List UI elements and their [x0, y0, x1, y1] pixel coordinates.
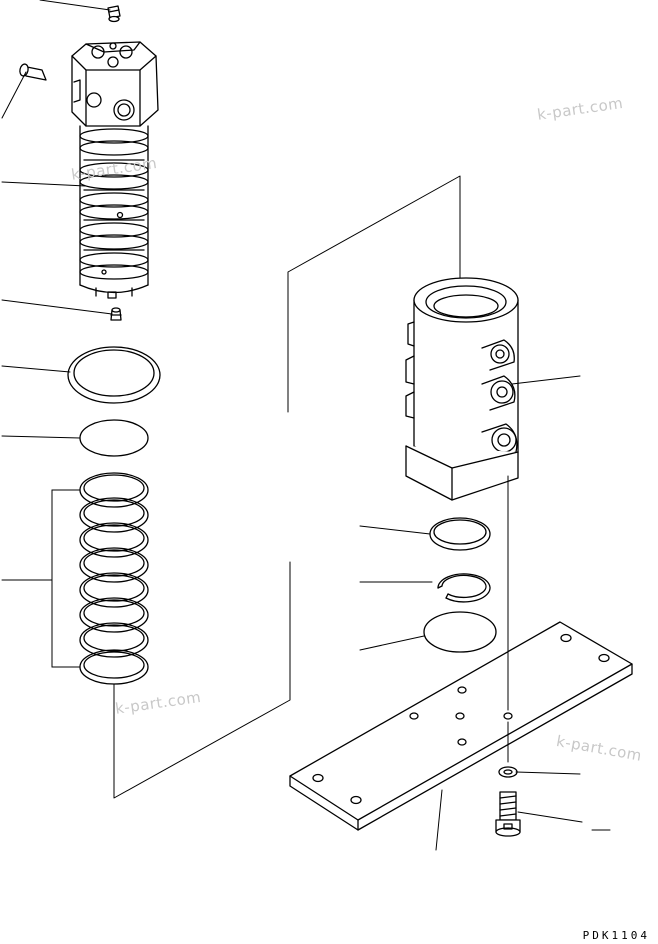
port-boss-middle [481, 375, 516, 411]
mounting-plate [289, 621, 633, 831]
drawing-code-label: PDK1104 [582, 929, 650, 942]
port-boss-upper [481, 339, 515, 371]
small-plug [110, 307, 122, 321]
leader-lines-left [1, 0, 113, 668]
top-plug-screw [107, 5, 121, 23]
spring-rings-stack [79, 472, 149, 685]
assembly-connection-line [113, 175, 461, 799]
socket-head-bolt [495, 791, 521, 837]
spool-body [79, 125, 149, 299]
o-ring [79, 419, 149, 457]
leader-lines-right [359, 375, 611, 851]
washer [498, 766, 518, 778]
spool-head-block [71, 41, 159, 127]
valve-body-housing [405, 277, 519, 501]
body-ring [429, 517, 491, 551]
backup-ring [67, 346, 161, 404]
body-o-ring [423, 611, 497, 653]
snap-ring [437, 573, 491, 603]
dowel-pin [19, 63, 47, 81]
